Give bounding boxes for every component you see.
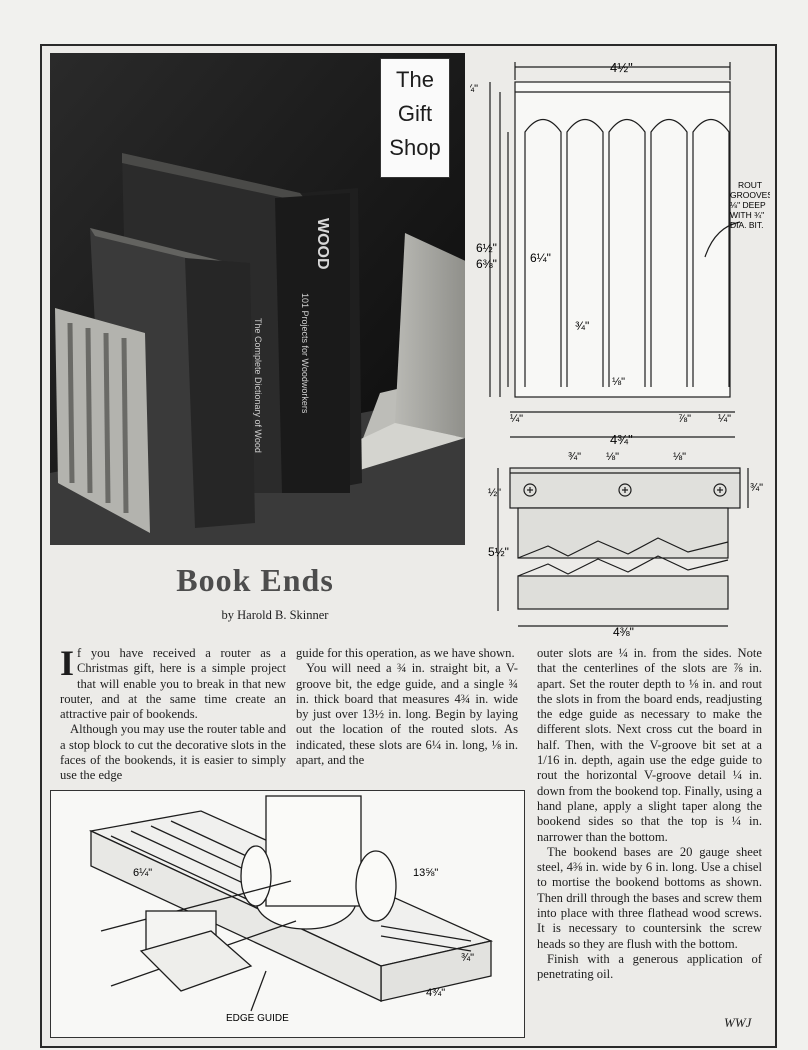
dim-slot-length: 6¼" bbox=[530, 251, 551, 265]
bookends-photo: WOOD 101 Projects for Woodworkers The Co… bbox=[50, 53, 465, 545]
base-dim-a: ¾" bbox=[568, 451, 581, 463]
author-initials: WWJ bbox=[724, 1015, 752, 1030]
note-line-4: WITH ¾" bbox=[730, 210, 764, 220]
router-illustration: 6¼" 13⅝" ¾" 4¾" EDGE GUIDE bbox=[50, 790, 525, 1038]
dim-slot-gap: ⅛" bbox=[612, 376, 625, 388]
illus-dim-slot: 6¼" bbox=[133, 867, 152, 879]
illus-dim-length: 13⅝" bbox=[413, 867, 438, 879]
article-column-3: outer slots are ¼ in. from the sides. No… bbox=[537, 646, 762, 983]
drop-cap: I bbox=[60, 643, 75, 683]
book-spine-dictionary: The Complete Dictionary of Wood bbox=[253, 318, 263, 453]
illus-dim-width: 4¾" bbox=[426, 987, 445, 999]
base-dim-right-h: ¾" bbox=[750, 482, 763, 494]
note-line-1: ROUT bbox=[738, 180, 762, 190]
col1-para2: Although you may use the router table an… bbox=[60, 722, 286, 783]
book-spine-projects: 101 Projects for Woodworkers bbox=[300, 293, 310, 414]
dim-slot-width: ¾" bbox=[575, 319, 589, 333]
note-line-3: ⅛" DEEP bbox=[730, 200, 766, 210]
dim-edge-left: ¼" bbox=[510, 413, 523, 425]
edge-guide-label: EDGE GUIDE bbox=[226, 1013, 289, 1024]
col1-para1-text: f you have received a router as a Christ… bbox=[60, 646, 286, 722]
base-dim-b: ⅛" bbox=[606, 451, 619, 463]
col3-para3: Finish with a generous application of pe… bbox=[537, 951, 762, 982]
dim-overall-height: 6½" bbox=[476, 241, 497, 255]
article-column-2: guide for this operation, as we have sho… bbox=[296, 646, 518, 768]
dim-top-width: 4½" bbox=[610, 60, 633, 75]
gift-shop-word-3: Shop bbox=[389, 135, 441, 160]
col2-para1: guide for this operation, as we have sho… bbox=[296, 646, 515, 660]
dim-inner-height: 6⅜" bbox=[476, 257, 497, 271]
front-view-diagram: 4½" ¼" 6½" 6⅜" 6¼" ¾" ⅛" ¼" ⅞" ¼" 4¾" RO… bbox=[470, 60, 770, 447]
dim-bottom-width: 4¾" bbox=[610, 432, 633, 447]
base-view-diagram: ¾" ⅛" ⅛" ½" ¾" 5½" 4⅜" bbox=[488, 451, 763, 636]
note-line-2: GROOVES bbox=[730, 190, 770, 200]
base-dim-left-h: ½" bbox=[488, 487, 501, 499]
illus-dim-thick: ¾" bbox=[461, 952, 474, 964]
gift-shop-word-2: Gift bbox=[397, 101, 433, 126]
note-line-5: DIA. BIT. bbox=[730, 220, 764, 230]
dim-slot-centers: ⅞" bbox=[678, 413, 691, 425]
base-dim-width: 4⅜" bbox=[613, 625, 634, 636]
article-title: Book Ends bbox=[176, 562, 334, 598]
gift-shop-label: The Gift Shop bbox=[380, 58, 450, 178]
base-dim-c: ⅛" bbox=[673, 451, 686, 463]
book-spine-wood: WOOD bbox=[314, 218, 331, 270]
rout-grooves-note: ROUT GROOVES ⅛" DEEP WITH ¾" DIA. BIT. bbox=[730, 180, 770, 230]
col2-para2: You will need a ¾ in. straight bit, a V-… bbox=[296, 661, 518, 768]
col3-para1: outer slots are ¼ in. from the sides. No… bbox=[537, 646, 762, 844]
gift-shop-word-1: The bbox=[396, 67, 434, 92]
article-byline: by Harold B. Skinner bbox=[221, 608, 329, 622]
dim-edge-right: ¼" bbox=[718, 413, 731, 425]
base-dim-height: 5½" bbox=[488, 545, 509, 559]
dim-top-band: ¼" bbox=[470, 83, 478, 95]
col3-para2: The bookend bases are 20 gauge sheet ste… bbox=[537, 844, 762, 951]
